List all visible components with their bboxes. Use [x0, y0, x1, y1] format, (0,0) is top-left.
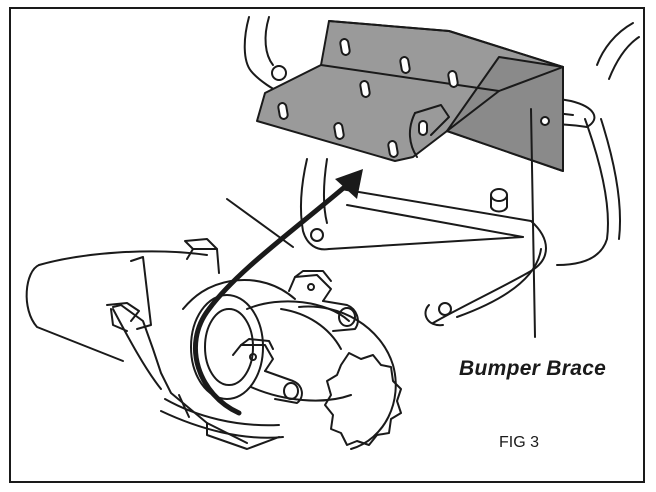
curved-arrow-icon — [192, 169, 363, 416]
bumper-brace-label: Bumper Brace — [459, 357, 607, 380]
bumper-brace-plate — [256, 20, 564, 172]
figure-frame: Bumper Brace FIG 3 — [9, 7, 645, 483]
line-drawing — [25, 16, 640, 450]
callout-leader-line — [530, 108, 536, 338]
figure-number-label: FIG 3 — [499, 434, 540, 451]
winch — [25, 238, 402, 450]
